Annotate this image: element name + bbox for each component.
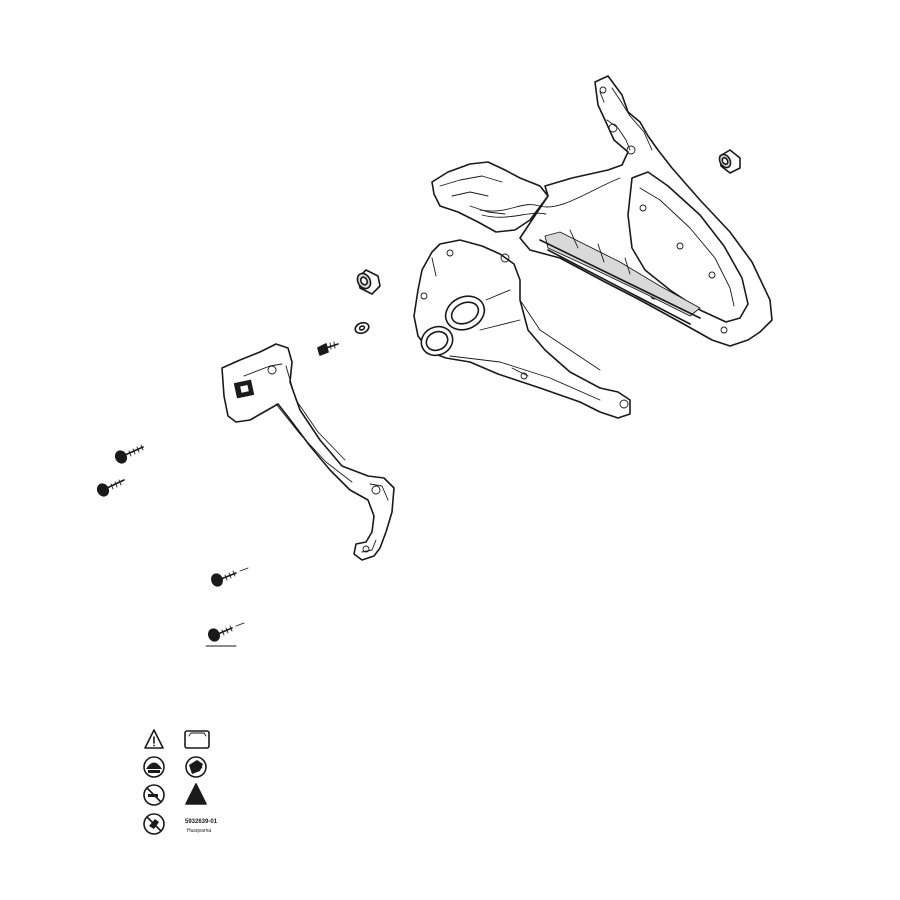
screw-2-part	[96, 479, 125, 497]
screw-3-part	[211, 567, 249, 587]
kickback-warning-icon	[185, 783, 207, 805]
housing-part	[413, 75, 773, 419]
rear-handle-part	[221, 343, 395, 561]
sleeve-small-part	[718, 149, 741, 174]
warning-triangle-icon	[144, 729, 164, 749]
screw-short-part	[317, 341, 339, 356]
decal-brand: Husqvarna	[187, 828, 212, 834]
washer-part	[354, 321, 370, 335]
screw-4-part	[205, 622, 245, 647]
decal-part-number: 5932639-01	[185, 819, 218, 825]
helmet-icon	[143, 756, 165, 778]
no-smoking-icon	[143, 784, 165, 806]
screw-1-part	[114, 444, 144, 464]
battery-icon	[184, 730, 210, 749]
sleeve-large-part	[356, 269, 381, 295]
glove-icon	[185, 756, 207, 778]
no-hand-icon	[143, 813, 165, 835]
warning-decal	[143, 729, 210, 835]
